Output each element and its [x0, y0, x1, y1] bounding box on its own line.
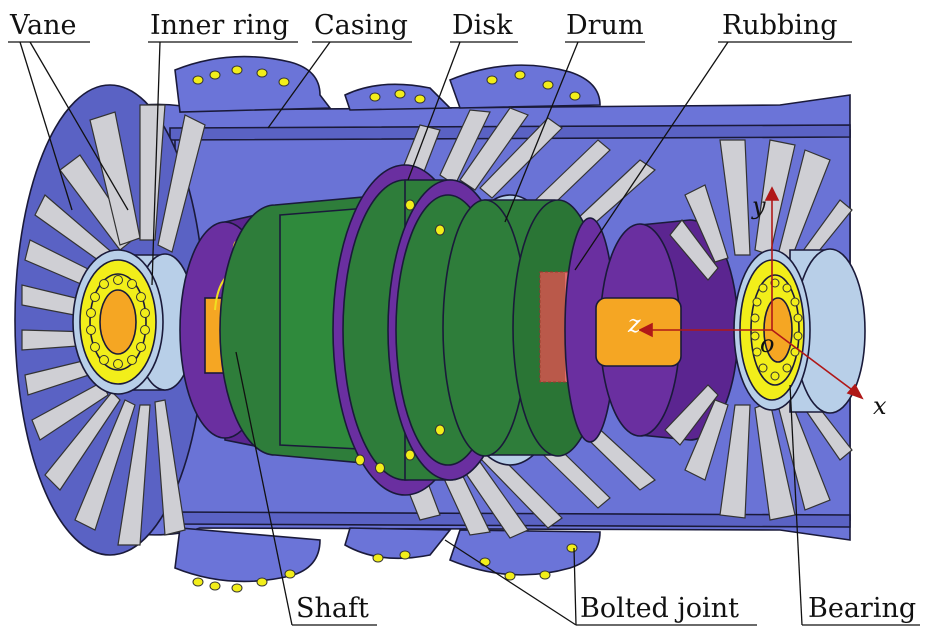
label-casing: Casing	[314, 10, 408, 41]
label-bolted-joint: Bolted joint	[580, 593, 739, 624]
axis-y-label: y	[751, 192, 766, 220]
leader-lines	[8, 41, 920, 626]
label-drum: Drum	[566, 10, 644, 41]
labels: Vane Inner ring Casing Disk Drum Rubbing…	[9, 10, 916, 624]
label-bearing: Bearing	[808, 593, 916, 624]
label-disk: Disk	[452, 10, 513, 41]
label-rubbing: Rubbing	[722, 10, 838, 41]
coordinate-axes	[638, 186, 864, 400]
axis-z-label: z	[627, 310, 641, 338]
label-shaft: Shaft	[296, 593, 369, 624]
label-inner-ring: Inner ring	[150, 10, 289, 41]
label-vane: Vane	[9, 10, 77, 41]
bearing-right	[733, 248, 866, 414]
axis-x-label: x	[873, 392, 887, 420]
axis-origin-label: o	[760, 330, 774, 358]
casing-bolts	[192, 65, 581, 593]
left-bearing	[72, 249, 196, 395]
